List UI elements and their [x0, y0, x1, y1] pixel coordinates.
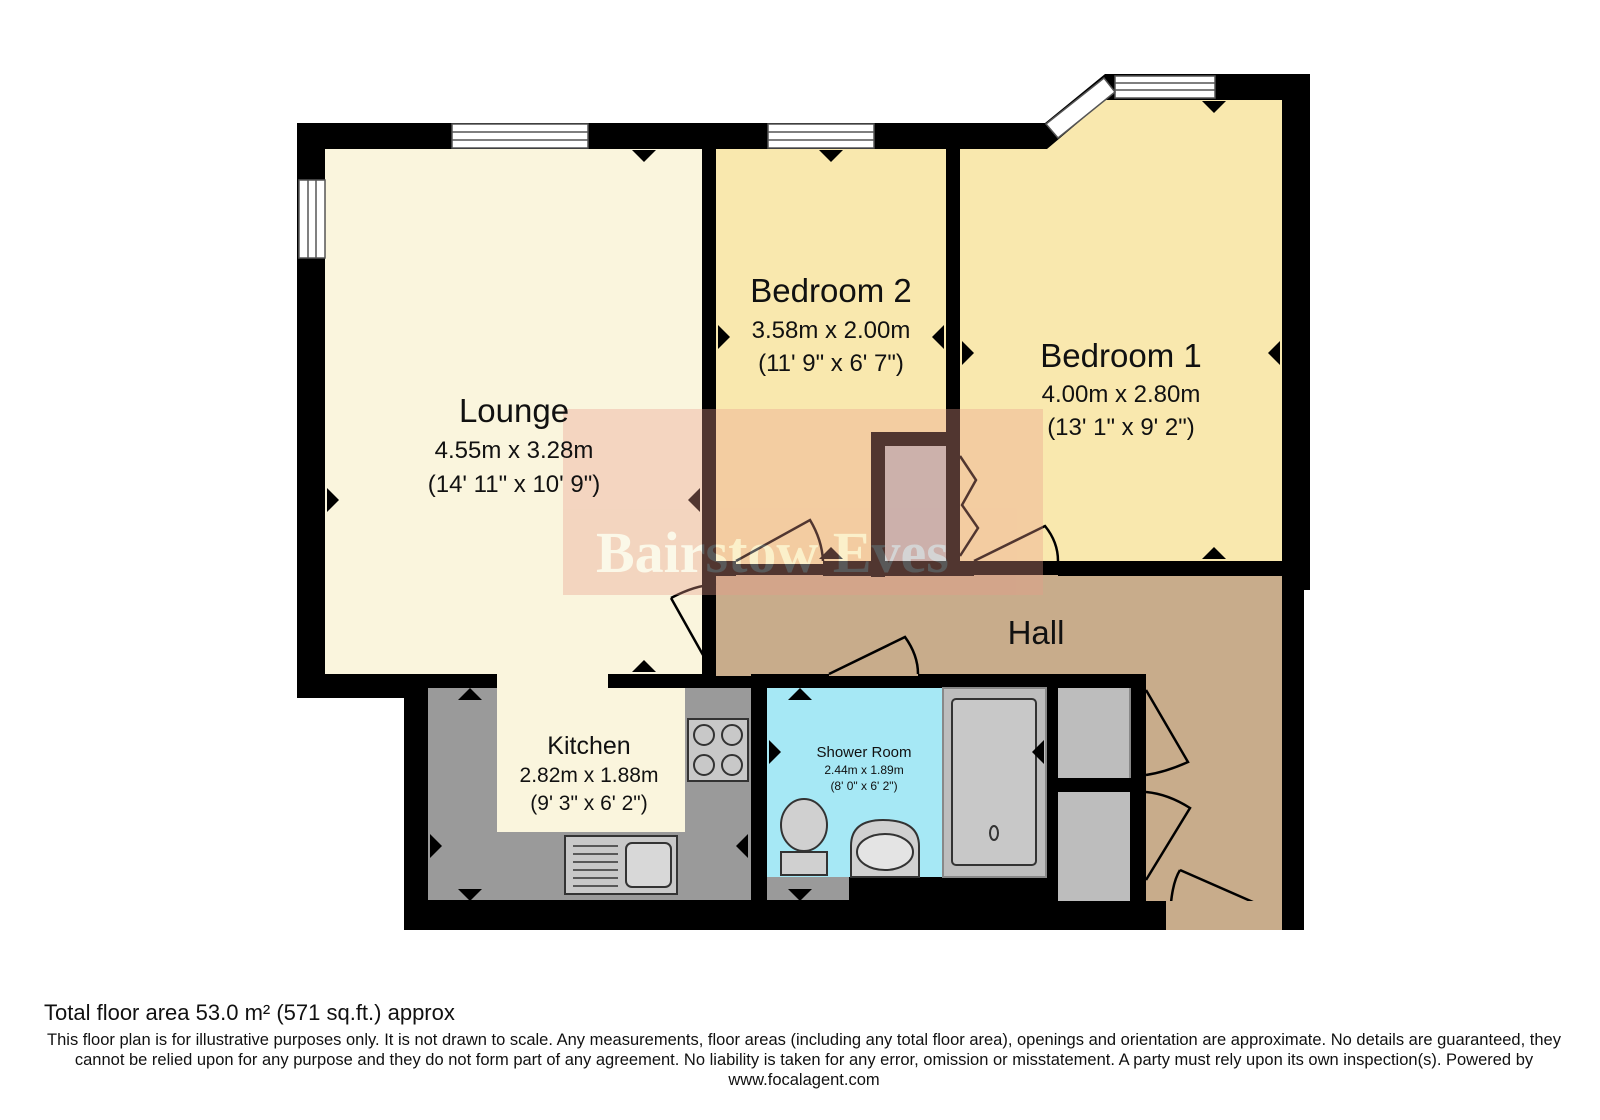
lounge-window-side — [298, 179, 326, 259]
hall-label: Hall — [1008, 614, 1065, 651]
bedroom1-floor — [960, 100, 1282, 561]
toilet-icon — [780, 798, 828, 876]
lounge-dim-imperial: (14' 11" x 10' 9") — [428, 471, 601, 498]
hob-icon — [687, 718, 749, 782]
footer: Total floor area 53.0 m² (571 sq.ft.) ap… — [44, 1000, 1564, 1090]
hall-floor-corridor — [1140, 576, 1282, 901]
basin-icon — [850, 818, 920, 878]
kitchen-dim-imperial: (9' 3" x 6' 2") — [530, 792, 647, 815]
bedroom2-dim-metric: 3.58m x 2.00m — [752, 317, 911, 344]
bath-icon — [942, 687, 1047, 878]
hall-cupboard-lower — [1058, 792, 1130, 901]
lounge-label: Lounge — [459, 392, 569, 429]
watermark-text: Bairstow Eves — [596, 520, 949, 585]
bedroom1-door — [973, 524, 1060, 563]
shower-room-dim-imperial: (8' 0" x 6' 2") — [830, 779, 897, 793]
floor-plan: Bairstow Eves Lounge 4.55m x 3.28m (14' … — [297, 74, 1310, 930]
hall-cupboard-lower-door — [1144, 790, 1192, 881]
storage-cupboards — [885, 446, 1131, 901]
bedroom2-window — [767, 123, 875, 149]
lounge-window-top — [451, 123, 589, 149]
bedroom-cupboard — [885, 446, 946, 561]
hall-cupboard-upper-door — [1144, 689, 1190, 777]
interior-walls — [325, 149, 1282, 901]
lounge-dim-metric: 4.55m x 3.28m — [435, 437, 594, 464]
bedroom1-window-bay — [1044, 76, 1117, 140]
windows — [298, 75, 1216, 259]
shower-room-door — [828, 635, 920, 676]
shower-room-label: Shower Room — [816, 744, 911, 761]
bedroom1-window-top — [1114, 75, 1216, 99]
kitchen-floor — [497, 674, 685, 832]
kitchen-dim-metric: 2.82m x 1.88m — [520, 764, 659, 787]
lounge-door — [669, 583, 717, 672]
bedroom2-dim-imperial: (11' 9" x 6' 7") — [758, 350, 904, 377]
bedroom1-dim-metric: 4.00m x 2.80m — [1042, 381, 1201, 408]
bedroom-cupboard-door — [958, 455, 980, 557]
total-floor-area: Total floor area 53.0 m² (571 sq.ft.) ap… — [44, 1000, 455, 1025]
bedroom1-label: Bedroom 1 — [1040, 337, 1201, 374]
bedroom1-dim-imperial: (13' 1" x 9' 2") — [1047, 414, 1195, 441]
hall-cupboard-upper — [1058, 688, 1130, 778]
lounge-floor — [325, 149, 702, 674]
watermark: Bairstow Eves — [563, 409, 1043, 595]
shower-room-dim-metric: 2.44m x 1.89m — [824, 763, 903, 777]
room-labels: Lounge 4.55m x 3.28m (14' 11" x 10' 9") … — [428, 272, 1202, 815]
bedroom2-label: Bedroom 2 — [750, 272, 911, 309]
sink-icon — [564, 835, 678, 895]
room-fills — [325, 100, 1282, 901]
measurement-arrows — [327, 101, 1280, 901]
kitchen-label: Kitchen — [547, 732, 630, 760]
disclaimer-text: This floor plan is for illustrative purp… — [47, 1031, 1561, 1089]
